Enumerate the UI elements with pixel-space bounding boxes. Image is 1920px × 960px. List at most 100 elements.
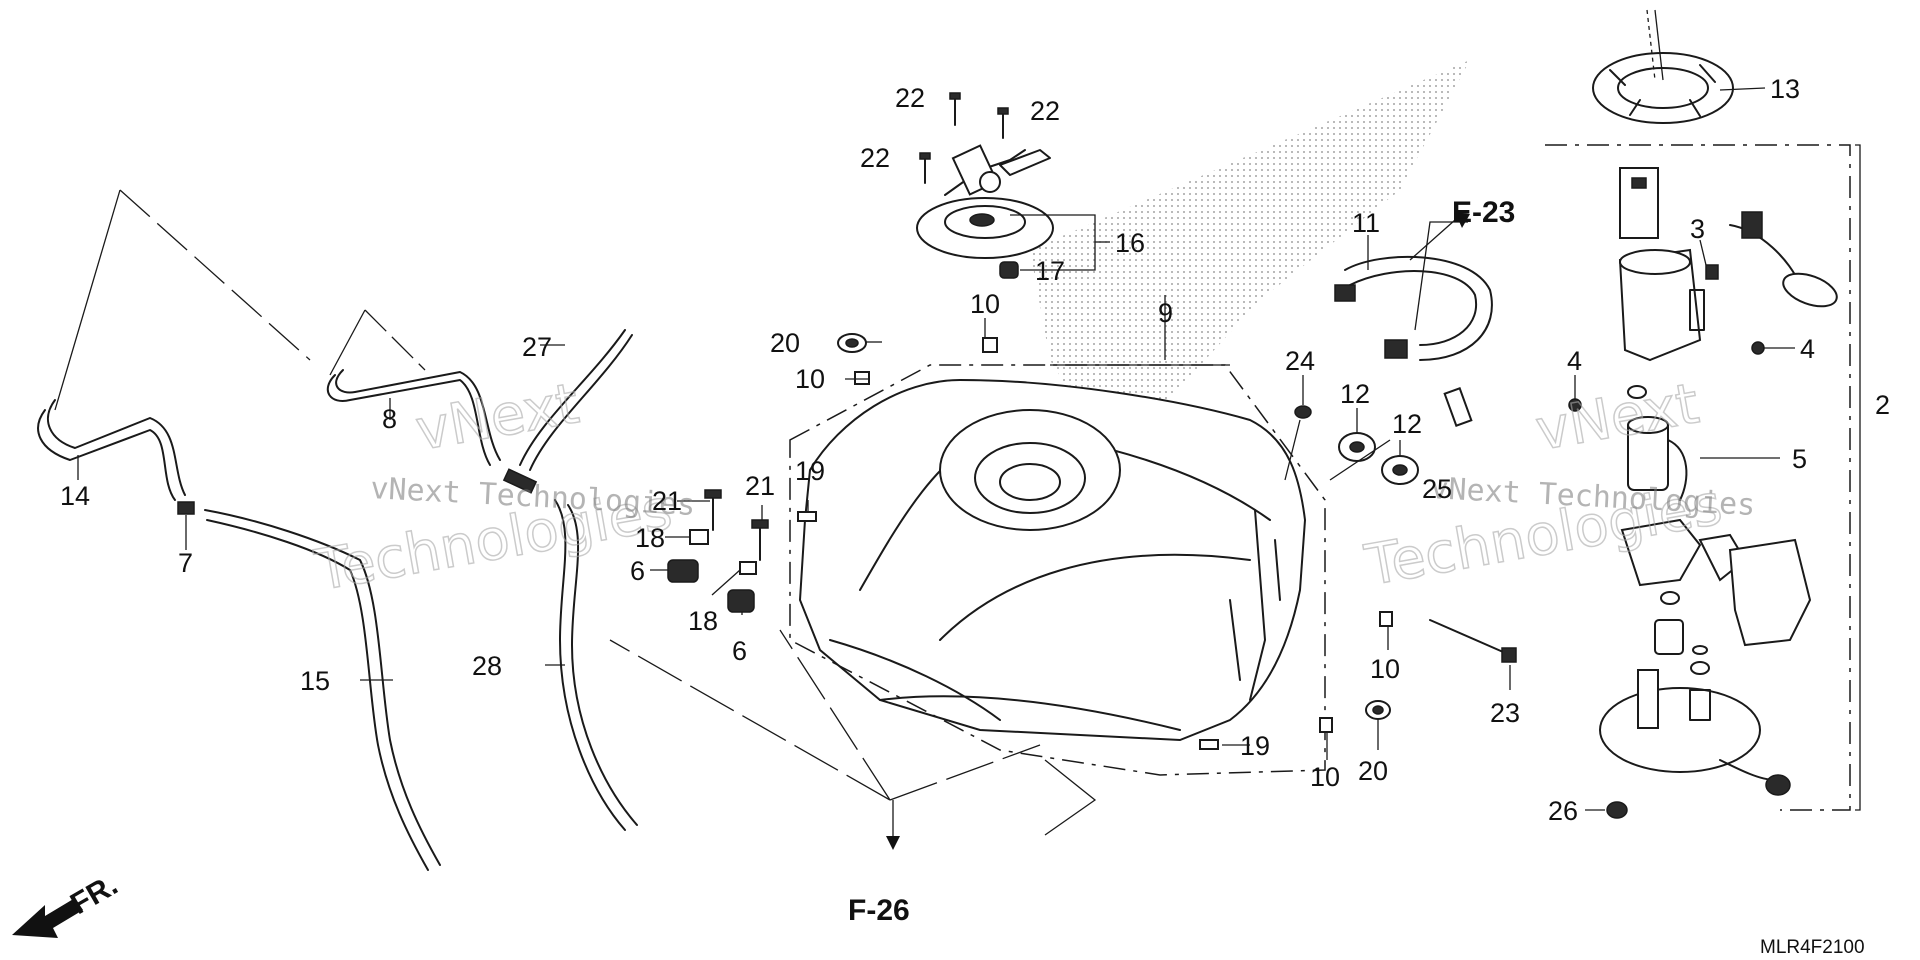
watermark-big-3: vNext [1531,371,1703,463]
callout-26: 26 [1548,796,1578,826]
bolt-22a[interactable] [949,92,961,126]
callout-18b: 18 [688,606,718,636]
callout-6a: 6 [630,556,645,586]
bolt-22b[interactable] [997,107,1009,139]
nut-26[interactable] [1606,801,1628,819]
joint-7[interactable] [177,501,195,515]
hose-27[interactable] [519,329,633,471]
collar-18a[interactable] [689,529,709,545]
hose-14[interactable] [37,399,186,501]
pad-19a[interactable] [797,511,817,522]
grommet-17[interactable] [999,261,1019,279]
fuel-cap-assembly[interactable] [916,144,1054,259]
callout-15: 15 [300,666,330,696]
callout-3: 3 [1690,214,1705,244]
bolt-22c[interactable] [919,152,931,184]
callout-14: 14 [60,481,90,511]
fuel-hose-11[interactable] [1334,255,1493,427]
callout-22b: 22 [1030,96,1060,126]
reference-f26: F-26 [848,894,910,927]
callout-20b: 20 [1358,756,1388,786]
callout-13: 13 [1770,74,1800,104]
callout-12a: 12 [1340,379,1370,409]
joint-t[interactable] [502,468,538,494]
leader-lines [54,9,1795,840]
fuel-pump-housing[interactable] [1618,248,1705,362]
callout-19b: 19 [1240,731,1270,761]
clip-10a[interactable] [982,337,998,353]
callout-4a: 4 [1800,334,1815,364]
washer-20b[interactable] [1365,700,1391,720]
setting-ring-13[interactable] [1592,52,1734,124]
damper-12a[interactable] [1338,432,1376,462]
rubber-mount-6b[interactable] [727,589,755,613]
callout-28: 28 [472,651,502,681]
hose-8[interactable] [326,369,501,466]
callout-27: 27 [522,332,552,362]
bolt-21a[interactable] [704,489,722,531]
screw-4a[interactable] [1751,341,1765,355]
nut-24[interactable] [1294,405,1312,419]
callout-19a: 19 [795,456,825,486]
bolt-23[interactable] [1429,619,1517,663]
fuel-filter-housing[interactable] [1620,518,1812,647]
callout-9: 9 [1158,298,1173,328]
callout-21b: 21 [745,471,775,501]
oring-small-1 [1660,591,1680,605]
fuel-pump-bracket [1855,144,1861,811]
callout-23: 23 [1490,698,1520,728]
callout-7: 7 [178,548,193,578]
callout-22a: 22 [895,83,925,113]
clip-10b[interactable] [854,371,870,385]
callout-8: 8 [382,404,397,434]
callout-20a: 20 [770,328,800,358]
clip-10d[interactable] [1319,717,1333,733]
hose-28[interactable] [554,499,638,831]
stipple-area [1030,60,1470,440]
callout-10a: 10 [970,289,1000,319]
rubber-mount-6a[interactable] [667,559,699,583]
callout-5: 5 [1792,444,1807,474]
pressure-regulator[interactable] [1654,619,1684,655]
callout-11: 11 [1352,208,1380,238]
front-arrow-icon [12,898,83,938]
callout-12b: 12 [1392,409,1422,439]
arrow-e23 [1409,212,1470,261]
clip-3[interactable] [1705,264,1719,280]
oring-small-3 [1692,645,1708,655]
callout-24: 24 [1285,346,1315,376]
arrow-f26 [886,836,900,850]
fuel-pump-boundary [1545,144,1851,811]
callout-22c: 22 [860,143,890,173]
collar-18b[interactable] [739,561,757,575]
callout-10d: 10 [1310,762,1340,792]
callout-16: 16 [1115,228,1145,258]
diagram-code: MLR4F2100 [1760,937,1865,958]
reference-e23: E-23 [1452,196,1515,229]
tank-assembly-boundary [789,364,1326,776]
fuel-pump-base-plate[interactable] [1599,669,1791,796]
oring-upper [1627,385,1647,399]
fuel-tank[interactable] [798,378,1307,742]
callout-21a: 21 [652,486,682,516]
callout-18a: 18 [635,523,665,553]
fuel-pump-sensor-card[interactable] [1619,167,1659,239]
hose-15[interactable] [204,509,441,871]
callout-10c: 10 [1370,654,1400,684]
damper-12b[interactable] [1381,455,1419,485]
watermark-big-1: vNext [411,371,583,463]
callout-17: 17 [1035,256,1065,286]
washer-20a[interactable] [837,333,867,353]
oring-small-2 [1690,661,1710,675]
fuel-level-float[interactable] [1729,211,1841,313]
clip-10c[interactable] [1379,611,1393,627]
callout-10b: 10 [795,364,825,394]
fuel-pump-motor-5[interactable] [1627,416,1688,501]
callout-4b: 4 [1567,346,1582,376]
callout-2: 2 [1875,390,1890,420]
bolt-21b[interactable] [751,519,769,561]
callout-6b: 6 [732,636,747,666]
callout-25: 25 [1422,474,1452,504]
pad-19b[interactable] [1199,739,1219,750]
